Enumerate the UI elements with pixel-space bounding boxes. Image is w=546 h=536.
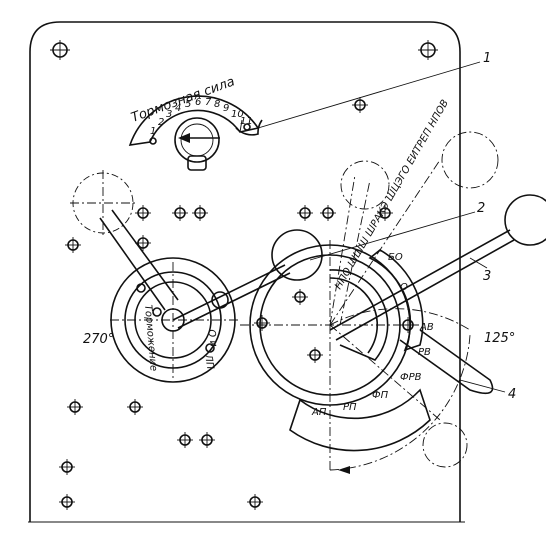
panel-outline xyxy=(29,21,461,522)
main-brake-dial: НПО ШШШ ШРАКЭ ШЦЭГО ЕИТРЕП НПОВ БО О АВ … xyxy=(240,98,451,470)
leader-3 xyxy=(469,257,488,269)
pos-BO: БО xyxy=(388,252,403,263)
pos-O: О xyxy=(400,282,408,293)
main-handle-rod xyxy=(329,229,515,341)
scale-num-6: 6 xyxy=(195,97,201,108)
handle-knob-4 xyxy=(399,329,494,395)
leader-4 xyxy=(459,379,506,393)
scale-num-7: 7 xyxy=(205,97,212,108)
phantom-handle-positions xyxy=(329,131,499,474)
scale-num-2: 2 xyxy=(158,117,164,128)
pos-AV: АВ xyxy=(419,322,434,333)
leader-2 xyxy=(309,211,476,261)
scale-num-4: 4 xyxy=(175,103,181,114)
left-dial-lp: ЛП xyxy=(202,353,216,371)
scale-num-8: 8 xyxy=(214,99,220,110)
angle-right-label: 125° xyxy=(484,331,515,346)
angle-left-label: 270° xyxy=(83,332,114,347)
pos-RP: РП xyxy=(343,402,357,413)
scale-num-10: 10 xyxy=(231,109,244,120)
main-handle-knob xyxy=(504,194,546,246)
pos-FP: ФП xyxy=(372,390,389,401)
leader-1 xyxy=(257,61,481,129)
callout-3: 3 xyxy=(483,269,491,284)
scale-num-11: 11 xyxy=(240,116,253,127)
callout-1: 1 xyxy=(483,51,491,66)
pos-RV: РВ xyxy=(418,347,431,358)
handle-knob-2 xyxy=(271,229,323,281)
auxiliary-brake-dial: Торможение О и ЛП xyxy=(70,170,240,383)
pos-AP: АП xyxy=(311,407,327,418)
brake-force-scale: Тормозная сила 1 2 3 4 5 6 7 8 9 10 11 xyxy=(128,74,263,171)
scale-num-9: 9 xyxy=(223,103,229,114)
mounting-holes xyxy=(50,40,438,510)
callout-2: 2 xyxy=(477,201,485,216)
connecting-rod xyxy=(172,264,291,329)
scale-num-5: 5 xyxy=(185,99,191,110)
scale-num-1: 1 xyxy=(150,126,156,137)
pos-FRV: ФРВ xyxy=(400,372,422,383)
left-dial-ou: О и xyxy=(205,329,219,349)
callout-4: 4 xyxy=(508,387,516,402)
scale-num-3: 3 xyxy=(166,109,172,120)
left-dial-arc-text: Торможение xyxy=(142,304,159,371)
